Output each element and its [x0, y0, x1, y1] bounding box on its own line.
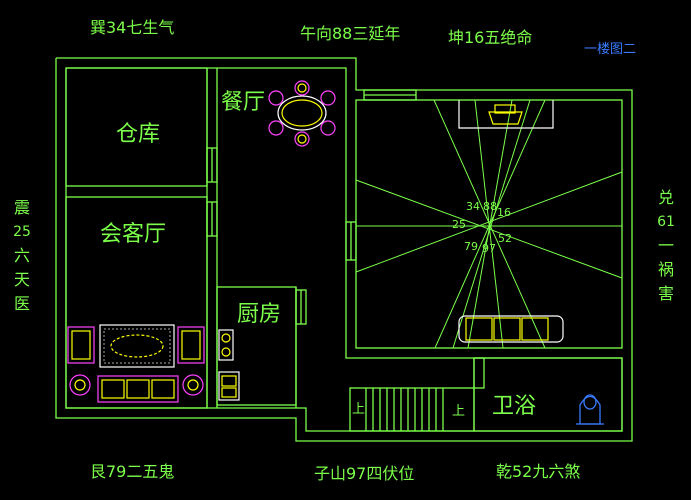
direction-rays: [355, 99, 623, 349]
room-label-dining: 餐厅: [221, 90, 266, 115]
center-mark: 97: [482, 242, 496, 255]
drawing-title: 一楼图二: [584, 42, 637, 57]
room-label-living: 会客厅: [100, 222, 167, 247]
living-room-furniture: [67, 324, 205, 403]
kitchen-fixtures: [218, 329, 240, 401]
stair-label-up: 上: [352, 402, 366, 417]
direction-label-northeast: 艮79二五鬼: [90, 462, 175, 481]
center-mark: 25: [452, 218, 466, 231]
toilet: [576, 394, 604, 425]
center-mark: 52: [498, 232, 512, 245]
room-label-kitchen: 厨房: [237, 302, 282, 327]
bedroom-sofa: [458, 315, 564, 343]
outer-wall: [55, 57, 633, 442]
center-mark: 88: [483, 200, 497, 213]
direction-label-southeast: 巽34七生气: [90, 18, 175, 37]
direction-label-south: 午向88三延年: [300, 24, 401, 43]
direction-label-southwest: 坤16五绝命: [448, 28, 533, 47]
center-mark: 16: [497, 206, 511, 219]
room-label-storage: 仓库: [116, 122, 161, 147]
window: [473, 357, 485, 389]
stair-label-up: 上: [452, 404, 466, 419]
staircase: [349, 387, 475, 432]
room-label-bathroom: 卫浴: [492, 394, 537, 419]
direction-label-northwest: 乾52九六煞: [496, 462, 581, 481]
center-mark: 79: [464, 240, 478, 253]
wardrobe: [458, 100, 554, 129]
dining-table: [268, 80, 336, 147]
direction-label-north: 子山97四伏位: [314, 464, 415, 483]
center-mark: 34: [466, 200, 480, 213]
